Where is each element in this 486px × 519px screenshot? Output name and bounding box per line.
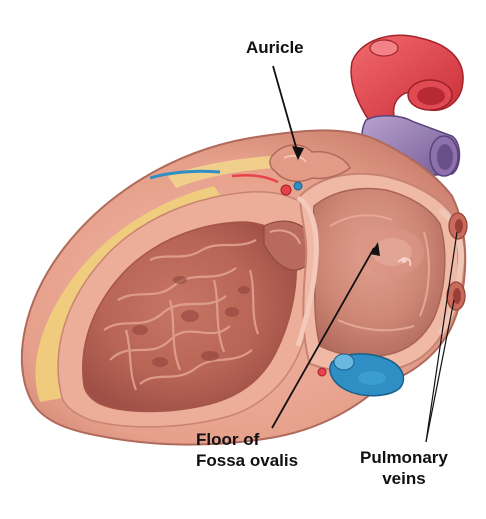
auricle-label: Auricle bbox=[246, 37, 304, 58]
pointer-lines bbox=[271, 65, 458, 443]
trabeculae-dark bbox=[132, 276, 250, 367]
auricle-arrowhead bbox=[292, 146, 304, 160]
fossa-ovalis bbox=[360, 228, 424, 276]
auricle-label-text: Auricle bbox=[246, 38, 304, 57]
epicardial-fat bbox=[35, 186, 222, 402]
aorta bbox=[350, 34, 464, 123]
atrial-ridges bbox=[329, 214, 430, 332]
surface-vessels bbox=[149, 169, 327, 377]
fossa-pointer bbox=[271, 247, 375, 429]
pulmonary-label-line2: veins bbox=[382, 469, 426, 488]
pulmonary-pointer-upper bbox=[425, 231, 458, 443]
septum-cut bbox=[295, 195, 319, 347]
trabeculae bbox=[103, 239, 260, 391]
pulmonary-pointer-lower bbox=[425, 299, 455, 443]
coronary-sinus bbox=[329, 353, 405, 397]
fossa-ovalis-label: Floor of Fossa ovalis bbox=[196, 429, 298, 471]
fossa-arrowhead bbox=[370, 242, 380, 256]
auricle-appendage bbox=[269, 144, 351, 183]
pulmonary-veins-label: Pulmonary veins bbox=[360, 447, 448, 489]
pulmonary-vein-stumps bbox=[446, 212, 468, 311]
pulmonary-label-line1: Pulmonary bbox=[360, 448, 448, 467]
fossa-label-line2: Fossa ovalis bbox=[196, 451, 299, 470]
fossa-label-line1: Floor of bbox=[196, 430, 260, 449]
auricle-pointer bbox=[272, 65, 299, 155]
